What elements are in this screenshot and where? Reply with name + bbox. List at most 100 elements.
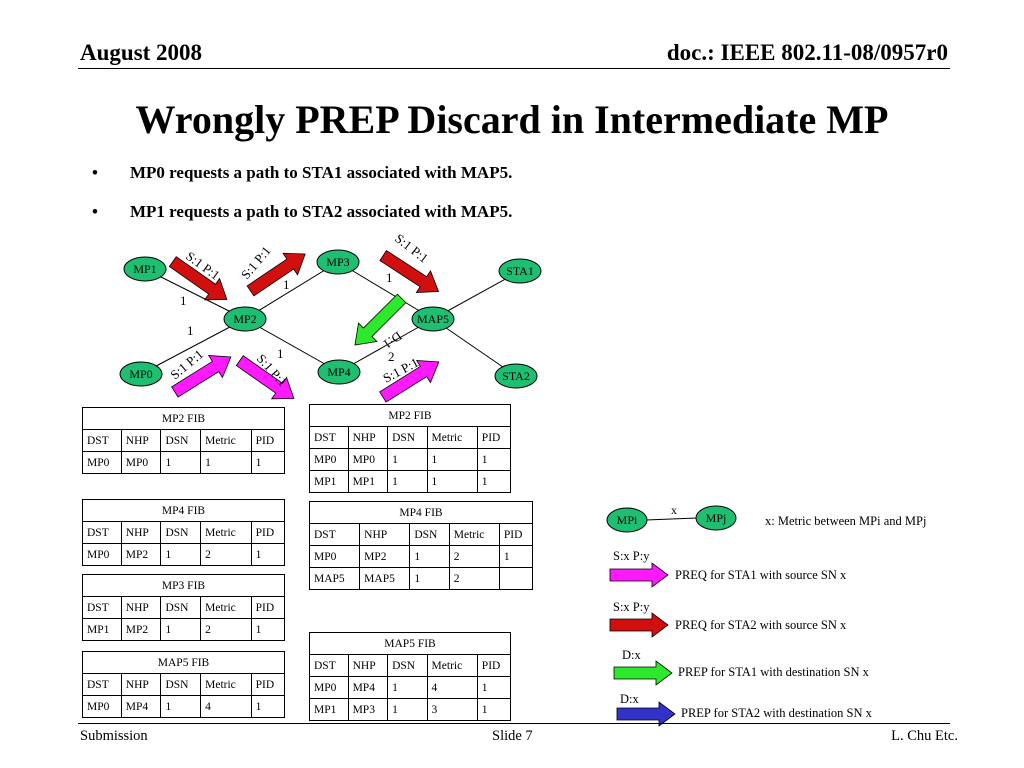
cell: 1 bbox=[426, 470, 478, 493]
bullet-dot-icon: • bbox=[92, 202, 98, 221]
legend-metric-desc: x: Metric between MPi and MPj bbox=[765, 514, 927, 528]
metric-mp4-map5: 2 bbox=[388, 349, 395, 364]
footer-submission: Submission bbox=[80, 728, 148, 744]
footer-author: L. Chu Etc. bbox=[891, 728, 958, 744]
node-mp3-label: MP3 bbox=[326, 255, 349, 269]
col-header: DSN bbox=[160, 673, 202, 696]
col-header: Metric bbox=[200, 521, 252, 544]
node-mp1: MP1 bbox=[123, 256, 167, 282]
legend-item-4-desc: PREP for STA2 with destination SN x bbox=[681, 706, 872, 720]
slide-title: Wrongly PREP Discard in Intermediate MP bbox=[135, 97, 889, 142]
col-header: NHP bbox=[120, 429, 162, 452]
cell: MP0 bbox=[82, 695, 122, 718]
preq-sta2-arrow-mp1-mp2 bbox=[168, 256, 228, 301]
node-mp2-label: MP2 bbox=[233, 312, 256, 326]
legend-node-mpj-label: MPj bbox=[706, 511, 727, 525]
col-header: DST bbox=[309, 654, 349, 677]
table-caption: MAP5 FIB bbox=[309, 632, 511, 655]
col-header: DST bbox=[82, 596, 122, 619]
col-header: NHP bbox=[347, 654, 389, 677]
cell: 2 bbox=[448, 567, 500, 590]
col-header: DSN bbox=[387, 426, 428, 449]
cell: 2 bbox=[200, 543, 252, 566]
cell: 1 bbox=[200, 451, 252, 474]
link-mp4-map5 bbox=[338, 318, 434, 373]
node-mp4-label: MP4 bbox=[327, 365, 350, 379]
cell: 1 bbox=[250, 695, 286, 718]
link-mp2-mp4 bbox=[244, 318, 340, 373]
prep-sta1-arrow-map5-mp2 bbox=[354, 293, 407, 346]
footer-slide-number: Slide 7 bbox=[492, 728, 533, 744]
col-header: DST bbox=[82, 521, 122, 544]
col-header: Metric bbox=[448, 523, 500, 546]
legend-node-mpj bbox=[695, 505, 737, 531]
cell: MP0 bbox=[309, 448, 349, 471]
link-mp0-mp2 bbox=[140, 318, 246, 375]
node-map5: MAP5 bbox=[411, 306, 455, 332]
col-header: NHP bbox=[359, 523, 411, 546]
cell: 1 bbox=[160, 695, 202, 718]
legend-item-4-label: D:x bbox=[620, 692, 639, 706]
col-header: PID bbox=[476, 654, 512, 677]
cell: MP1 bbox=[82, 618, 122, 641]
col-header: PID bbox=[250, 429, 286, 452]
node-mp2: MP2 bbox=[223, 306, 267, 332]
cell: MP1 bbox=[309, 470, 349, 493]
cell: MP0 bbox=[308, 545, 361, 568]
table-caption: MP3 FIB bbox=[82, 574, 285, 597]
cell: MP4 bbox=[120, 695, 162, 718]
cell: 4 bbox=[426, 676, 478, 699]
label-map5-mp2: D:1 bbox=[380, 329, 405, 352]
node-mp0-label: MP0 bbox=[129, 367, 152, 381]
table-caption: MP2 FIB bbox=[82, 407, 285, 430]
cell: 1 bbox=[409, 567, 450, 590]
legend-item-2-label: S:x P:y bbox=[613, 600, 650, 614]
cell bbox=[498, 567, 534, 590]
cell: 1 bbox=[476, 448, 512, 471]
node-sta1: STA1 bbox=[498, 258, 542, 284]
col-header: Metric bbox=[200, 596, 252, 619]
node-mp3: MP3 bbox=[316, 249, 360, 275]
col-header: DSN bbox=[409, 523, 450, 546]
node-mp1-label: MP1 bbox=[133, 262, 156, 276]
link-mp3-map5 bbox=[337, 261, 434, 320]
cell: MP0 bbox=[82, 543, 122, 566]
metric-mp2-mp3: 1 bbox=[283, 277, 290, 292]
header-rule bbox=[78, 68, 950, 69]
col-header: PID bbox=[250, 673, 286, 696]
col-header: Metric bbox=[426, 426, 478, 449]
col-header: DST bbox=[309, 426, 349, 449]
link-mp2-mp3 bbox=[244, 261, 339, 320]
legend-node-mpi bbox=[606, 507, 648, 533]
col-header: NHP bbox=[120, 521, 162, 544]
metric-mp3-map5: 1 bbox=[386, 270, 393, 285]
cell: MP4 bbox=[347, 676, 389, 699]
cell: 1 bbox=[250, 543, 286, 566]
cell: 1 bbox=[409, 545, 450, 568]
cell: MP2 bbox=[120, 543, 162, 566]
col-header: DST bbox=[82, 673, 122, 696]
cell: MAP5 bbox=[308, 567, 361, 590]
link-mp1-mp2 bbox=[144, 268, 246, 320]
preq-sta1-arrow-mp4-map5 bbox=[379, 360, 440, 403]
cell: 1 bbox=[387, 698, 428, 721]
cell: MP1 bbox=[347, 470, 389, 493]
node-sta2-label: STA2 bbox=[502, 369, 530, 383]
col-header: PID bbox=[476, 426, 512, 449]
legend-node-mpi-label: MPi bbox=[617, 513, 638, 527]
